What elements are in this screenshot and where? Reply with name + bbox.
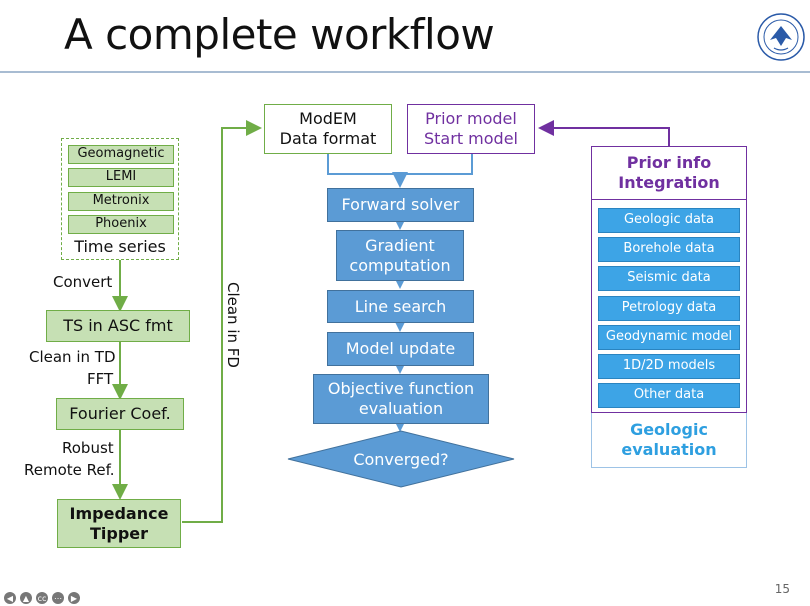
evaluation-eval-label: evaluation [621,440,717,459]
format-lemi: LEMI [68,168,174,187]
clean-fd-label: Clean in FD [224,282,242,368]
robust-label: Robust [62,439,114,457]
fft-label: FFT [87,370,114,388]
prior-info-label: Prior info [626,152,712,172]
more-options-icon[interactable]: ⋯ [52,592,64,604]
seismic-data-box: Seismic data [598,266,740,291]
next-slide-icon[interactable]: ▶ [68,592,80,604]
gradient-box: Gradient computation [336,230,464,281]
page-title: A complete workflow [64,10,495,59]
clean-td-label: Clean in TD [29,348,116,366]
geologic-data-box: Geologic data [598,208,740,233]
remote-ref-label: Remote Ref. [24,461,115,479]
modem-label: ModEM [299,109,357,128]
pointer-icon[interactable]: ▲ [20,592,32,604]
format-metronix: Metronix [68,192,174,211]
modem-box: ModEM Data format [264,104,392,154]
fourier-box: Fourier Coef. [56,398,184,430]
previous-slide-icon[interactable]: ◀ [4,592,16,604]
computation-label: computation [349,255,451,275]
geologic-evaluation-box: Geologic evaluation [591,413,747,468]
geologic-label: Geologic [630,420,708,439]
line-search-box: Line search [327,290,474,323]
converged-label: Converged? [353,450,449,469]
format-geomagnetic: Geomagnetic [68,145,174,164]
convert-label: Convert [53,273,113,291]
slide-nav-bar: ◀ ▲ cc ⋯ ▶ [4,592,80,604]
models-1d2d-box: 1D/2D models [598,354,740,379]
model-update-box: Model update [327,332,474,366]
university-seal-logo [757,13,805,61]
gradient-label: Gradient [365,235,435,255]
petrology-data-box: Petrology data [598,296,740,321]
time-series-label: Time series [74,237,166,256]
data-format-label: Data format [279,129,377,148]
format-phoenix: Phoenix [68,215,174,234]
ts-asc-box: TS in ASC fmt [46,310,190,342]
impedance-label: Impedance [69,503,169,523]
geodynamic-model-box: Geodynamic model [598,325,740,350]
page-number: 15 [774,582,790,596]
evaluation-label: evaluation [358,399,444,418]
tipper-label: Tipper [89,523,149,543]
forward-solver-box: Forward solver [327,188,474,222]
prior-info-title: Prior info Integration [591,146,747,200]
other-data-box: Other data [598,383,740,408]
integration-label: Integration [618,172,720,192]
prior-model-label: Prior model [425,109,517,128]
title-rule [0,71,810,73]
captions-icon[interactable]: cc [36,592,48,604]
borehole-data-box: Borehole data [598,237,740,262]
converged-diamond [287,430,515,488]
start-model-label: Start model [424,129,518,148]
objective-box: Objective function evaluation [313,374,489,424]
prior-model-box: Prior model Start model [407,104,535,154]
impedance-tipper-box: Impedance Tipper [57,499,181,548]
objective-label: Objective function [327,379,475,398]
